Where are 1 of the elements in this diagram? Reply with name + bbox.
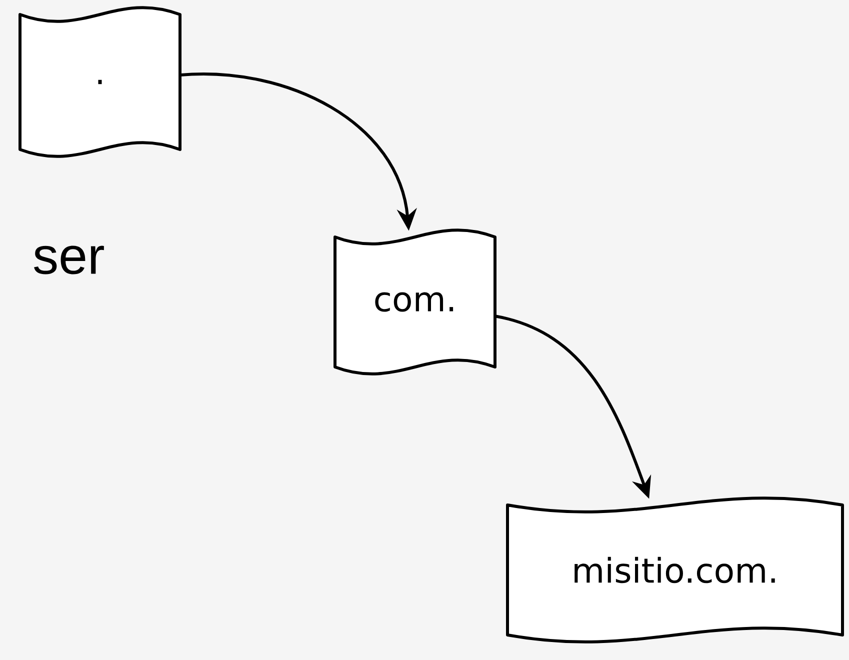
label-text: ser (34, 246, 104, 274)
